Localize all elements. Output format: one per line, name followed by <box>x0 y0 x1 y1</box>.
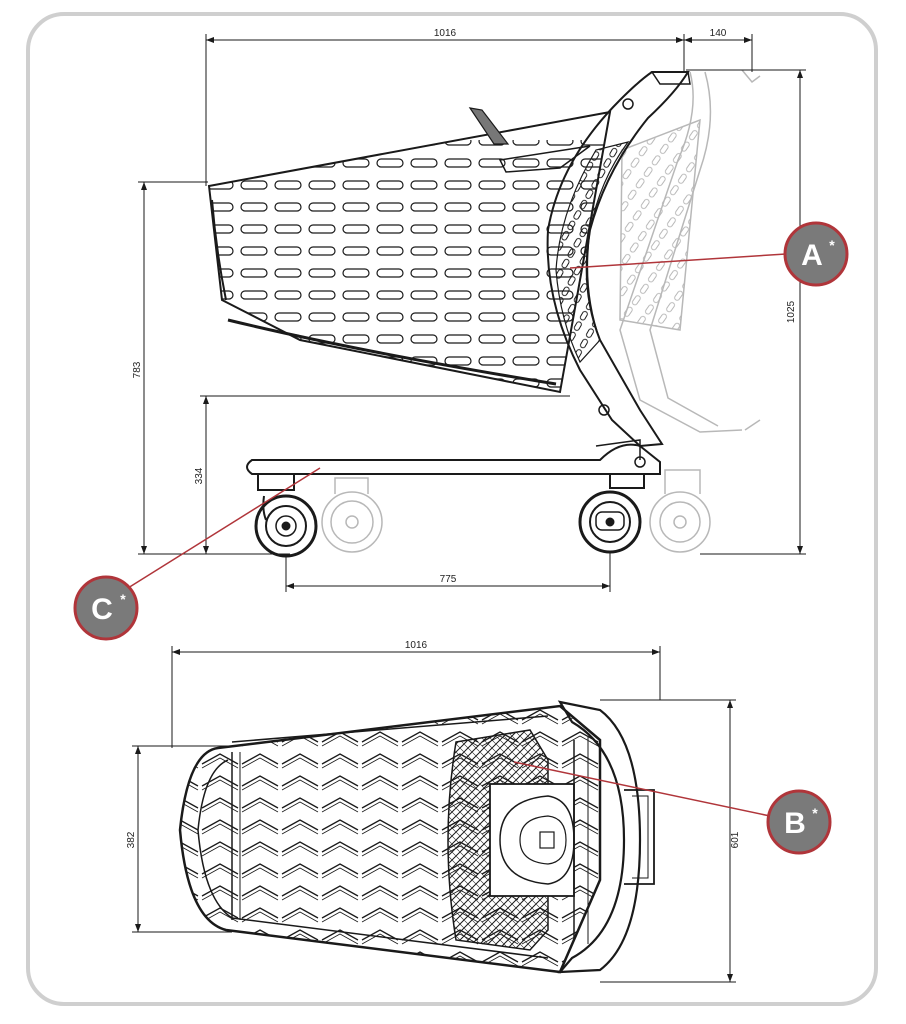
side-view-dimension-lines <box>138 34 806 592</box>
top-view-dimension-arrows <box>135 649 733 982</box>
callout-c-leader <box>127 467 321 589</box>
callout-a-badge <box>783 221 849 287</box>
top-view-handle <box>557 700 642 974</box>
side-view-front-wheel <box>254 474 318 558</box>
callout-b-mark: * <box>812 805 818 821</box>
dim-side-basket-height: 783 <box>132 361 143 378</box>
dim-side-handle-extension: 140 <box>710 28 727 39</box>
side-view-chassis <box>246 443 661 475</box>
side-view: 1016 140 1025 783 334 775 <box>132 28 806 592</box>
side-view-seat-flap <box>468 107 510 145</box>
callout-a-letter: A <box>801 239 823 272</box>
callout-b-badge <box>766 789 832 855</box>
top-view-handle-grip <box>624 789 655 885</box>
callout-a: A * <box>569 221 849 287</box>
callout-c-mark: * <box>120 591 126 607</box>
callout-b-letter: B <box>784 807 806 840</box>
dim-top-rear-width: 601 <box>730 831 741 848</box>
side-view-rear-wheel <box>578 474 645 554</box>
top-view-dimension-lines <box>132 646 736 983</box>
callout-a-mark: * <box>829 237 835 253</box>
top-view: 1016 382 601 <box>126 640 741 983</box>
dim-top-front-width: 382 <box>126 831 137 848</box>
dim-side-length: 1016 <box>434 28 457 39</box>
dim-side-wheelbase: 775 <box>440 574 457 585</box>
side-view-handle-frame <box>546 71 690 448</box>
side-view-dimension-arrows <box>141 37 803 589</box>
callout-b-leader <box>513 761 771 817</box>
dim-side-base-height: 334 <box>194 467 205 484</box>
callout-c-badge <box>73 575 139 641</box>
callout-b: B * <box>513 761 832 855</box>
callout-a-leader <box>569 253 787 269</box>
side-view-ghost-cart <box>321 69 761 553</box>
dim-top-length: 1016 <box>405 640 428 651</box>
dim-side-total-height: 1025 <box>786 300 797 323</box>
callout-c: C * <box>73 467 321 641</box>
callout-c-letter: C <box>91 593 113 626</box>
